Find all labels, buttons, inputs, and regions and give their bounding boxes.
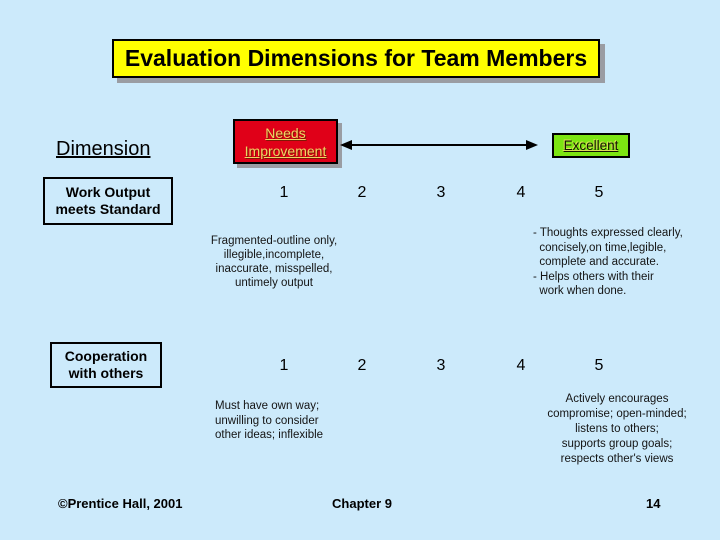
scale-value: 4 (516, 357, 526, 374)
work-output-low-description: Fragmented-outline only, illegible,incom… (210, 235, 338, 289)
dimension-box-work-output: Work Output meets Standard (43, 177, 173, 225)
scale-value: 2 (357, 184, 367, 201)
slide-title-box: Evaluation Dimensions for Team Members (112, 39, 600, 78)
scale-value: 1 (279, 357, 289, 374)
dimension-box-cooperation: Cooperation with others (50, 342, 162, 388)
scale-value: 3 (436, 357, 446, 374)
footer-copyright: ©Prentice Hall, 2001 (58, 496, 183, 511)
dimension-box-work-output-label: Work Output meets Standard (55, 184, 161, 217)
scale-value: 5 (594, 184, 604, 201)
cooperation-low-description: Must have own way; unwilling to consider… (215, 400, 324, 441)
dimension-column-header: Dimension (56, 138, 151, 160)
cooperation-high-description: Actively encourages compromise; open-min… (547, 393, 687, 465)
scale-value: 5 (594, 357, 604, 374)
scale-value: 4 (516, 184, 526, 201)
slide-title: Evaluation Dimensions for Team Members (124, 45, 588, 71)
footer-chapter: Chapter 9 (332, 496, 392, 511)
scale-value: 1 (279, 184, 289, 201)
scale-value: 2 (357, 357, 367, 374)
needs-improvement-label: Needs Improvement (244, 124, 327, 159)
double-arrow-icon (340, 140, 538, 150)
needs-improvement-box: Needs Improvement (233, 119, 338, 164)
work-output-high-description: - Thoughts expressed clearly, concisely,… (533, 227, 683, 297)
dimension-box-cooperation-label: Cooperation with others (64, 348, 148, 381)
excellent-box: Excellent (552, 133, 630, 158)
excellent-label: Excellent (563, 138, 619, 153)
footer-page-number: 14 (646, 496, 661, 511)
scale-value: 3 (436, 184, 446, 201)
